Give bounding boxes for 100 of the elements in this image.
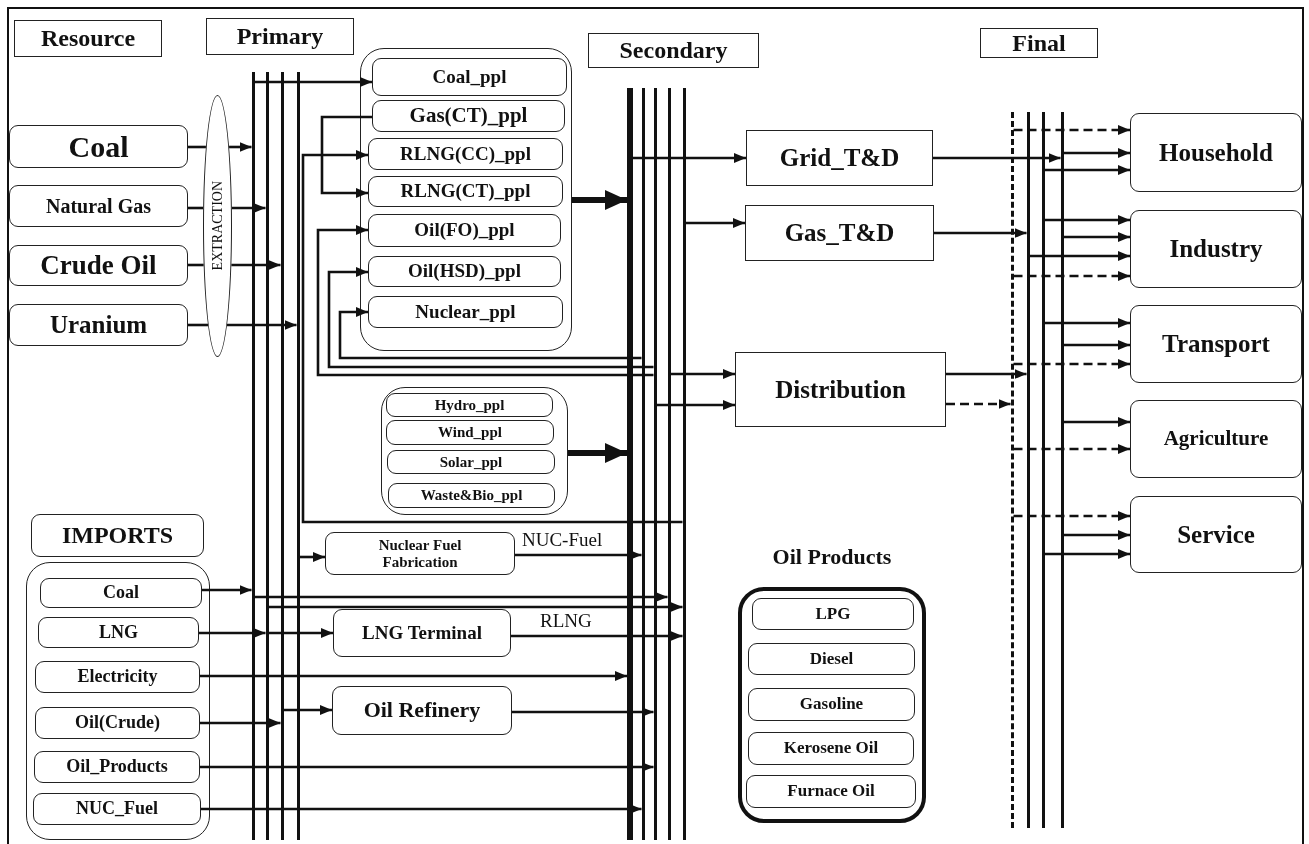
arrow (227, 320, 297, 330)
connector-line (188, 263, 204, 267)
process-box: Oil Refinery (332, 686, 512, 735)
group-frame (360, 48, 572, 351)
arrow (316, 225, 654, 377)
arrow (1044, 215, 1130, 225)
arrow (946, 369, 1027, 379)
arrow (268, 628, 333, 638)
bus-line (265, 72, 269, 840)
bus-line (667, 88, 671, 840)
process-box: Gas(CT)_ppl (372, 100, 565, 132)
arrow (1029, 251, 1130, 261)
process-box: Transport (1130, 305, 1302, 383)
arrow (933, 153, 1061, 163)
arrow (685, 218, 745, 228)
arrow (254, 592, 668, 602)
arrow (301, 150, 683, 524)
arrow (1063, 417, 1130, 427)
process-box: Furnace Oil (746, 775, 916, 808)
edge-label: RLNG (540, 611, 592, 630)
process-box: Household (1130, 113, 1302, 192)
bus-line (682, 88, 686, 840)
process-box: Service (1130, 496, 1302, 573)
group-frame (381, 387, 568, 515)
bus-line (280, 72, 284, 840)
process-box: LPG (752, 598, 914, 630)
process-box: Distribution (735, 352, 946, 427)
bus-line (1041, 112, 1045, 828)
process-box: Kerosene Oil (748, 732, 914, 765)
process-box: Solar_ppl (387, 450, 555, 474)
arrow (200, 762, 654, 772)
arrow (1013, 359, 1130, 369)
arrow (1013, 511, 1130, 521)
arrow (1063, 148, 1130, 158)
process-box: Hydro_ppl (386, 393, 553, 417)
stage-header: Secondary (588, 33, 759, 68)
connector-line (188, 145, 206, 149)
arrow (338, 307, 642, 360)
stage-header: Primary (206, 18, 354, 55)
process-box: Gas_T&D (745, 205, 934, 261)
process-box: Wind_ppl (386, 420, 554, 445)
process-box: NUC_Fuel (33, 793, 201, 825)
arrow (254, 77, 372, 87)
process-box: Crude Oil (9, 245, 188, 286)
process-box: Electricity (35, 661, 200, 693)
arrow (670, 369, 735, 379)
process-box: Nuclear Fuel Fabrication (325, 532, 515, 575)
process-box: IMPORTS (31, 514, 204, 557)
edge-label: NUC-Fuel (522, 530, 603, 549)
connector-line (188, 323, 208, 327)
arrow (946, 399, 1011, 409)
arrow (283, 705, 332, 715)
stage-header: Resource (14, 20, 162, 57)
arrow (1013, 271, 1130, 281)
arrow (200, 671, 627, 681)
arrow (299, 552, 325, 562)
process-box: LNG Terminal (333, 609, 511, 657)
arrow (1013, 444, 1130, 454)
process-box: Nuclear_ppl (368, 296, 563, 328)
arrow (229, 142, 252, 152)
arrow (1063, 340, 1130, 350)
group-heading: Oil Products (771, 542, 893, 571)
process-box: Oil(Crude) (35, 707, 200, 739)
arrow (1044, 549, 1130, 559)
process-box: Agriculture (1130, 400, 1302, 478)
process-box: Oil(HSD)_ppl (368, 256, 561, 287)
process-box: Gasoline (748, 688, 915, 721)
arrow (1063, 530, 1130, 540)
arrow (633, 153, 746, 163)
process-box: Oil(FO)_ppl (368, 214, 561, 247)
process-box: Grid_T&D (746, 130, 933, 186)
vertical-label: EXTRACTION (209, 181, 226, 271)
process-box: RLNG(CC)_ppl (368, 138, 563, 170)
bus-line (1026, 112, 1030, 828)
process-box: RLNG(CT)_ppl (368, 176, 563, 207)
process-box: Coal (9, 125, 188, 168)
process-box: Uranium (9, 304, 188, 346)
arrow (199, 628, 266, 638)
process-box: Natural Gas (9, 185, 188, 227)
arrow (200, 718, 281, 728)
process-box: LNG (38, 617, 199, 648)
process-box: Diesel (748, 643, 915, 675)
arrow (568, 443, 627, 463)
arrow (231, 260, 281, 270)
arrow (656, 400, 735, 410)
process-box: Coal_ppl (372, 58, 567, 96)
bus-line (641, 88, 645, 840)
arrow (1044, 165, 1130, 175)
arrow (511, 631, 683, 641)
connector-line (188, 206, 204, 210)
arrow (934, 228, 1027, 238)
arrow (1063, 232, 1130, 242)
bus-line (251, 72, 255, 840)
process-box: Coal (40, 578, 202, 608)
stage-header: Final (980, 28, 1098, 58)
arrow (202, 585, 252, 595)
group-frame (26, 562, 210, 840)
bus-line (1060, 112, 1064, 828)
process-box: Industry (1130, 210, 1302, 288)
dashed-bus-line (1010, 112, 1014, 828)
